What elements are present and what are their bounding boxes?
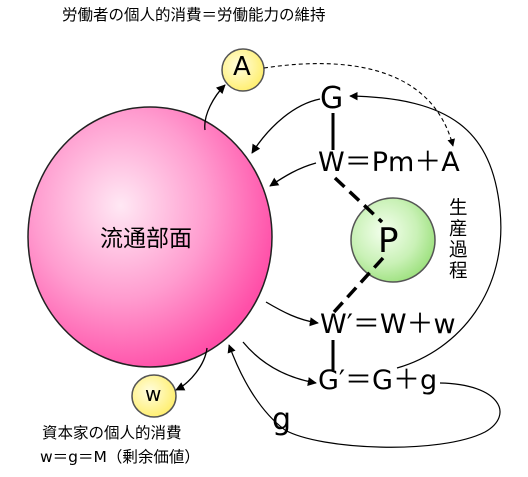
capitalist-caption-line1: 資本家の個人的消費 <box>42 424 182 442</box>
capitalist-node-circle <box>131 374 177 418</box>
circulation-sphere <box>27 106 273 368</box>
arrow-g-to-circulation <box>251 98 321 154</box>
arrow-circulation-to-labor <box>204 84 226 131</box>
capitalist-node-label: w <box>145 382 162 406</box>
production-process-label: 生産過程 <box>449 198 468 282</box>
production-sphere <box>350 197 436 283</box>
circulation-sphere-label: 流通部面 <box>100 226 192 252</box>
arrow-circulation-to-w-prime <box>265 301 319 327</box>
w-to-production-dash <box>333 176 384 224</box>
labor-node-circle <box>221 48 265 92</box>
arrow-w-to-circulation <box>269 162 317 187</box>
surplus-money-label: g <box>272 402 292 437</box>
loop-g-prime-to-g <box>349 91 502 369</box>
arrow-labor-to-equation <box>263 63 455 147</box>
money-start-label: G <box>320 81 344 116</box>
equation-commodities: W＝Pm＋A <box>318 147 460 178</box>
equation-money-prime: G′＝G＋g <box>318 365 438 396</box>
production-node-label: P <box>378 221 399 261</box>
capitalist-caption-line2: w＝g＝M（剰余価値） <box>40 448 200 466</box>
production-to-w-prime-dash <box>332 256 385 314</box>
labor-consumption-caption: 労働者の個人的消費＝労働能力の維持 <box>62 6 326 24</box>
arrow-circulation-to-g-prime <box>242 341 317 387</box>
labor-node-label: A <box>233 52 251 82</box>
arrow-circulation-to-capitalist <box>175 347 208 391</box>
loop-g-to-circulation <box>227 344 501 448</box>
equation-commodities-prime: W′＝W＋w <box>320 309 456 340</box>
